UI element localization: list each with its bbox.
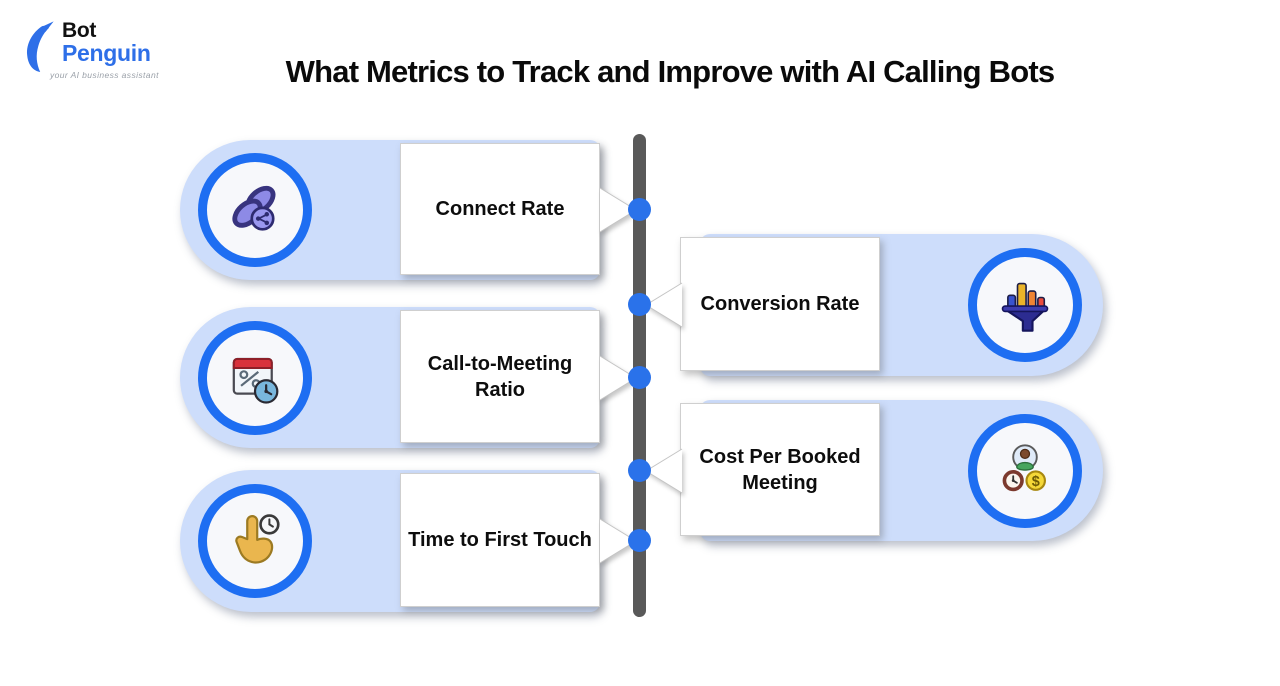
icon-ring bbox=[198, 153, 312, 267]
timeline-node bbox=[628, 198, 651, 221]
metric-label-box: Connect Rate bbox=[400, 143, 600, 275]
card-time-to-first-touch: Time to First Touch bbox=[180, 470, 637, 612]
card-connect-rate: Connect Rate bbox=[180, 140, 637, 280]
tap-hand-clock-icon bbox=[235, 514, 280, 564]
metric-label: Time to First Touch bbox=[408, 529, 592, 551]
metric-label-box: Cost Per Booked Meeting bbox=[680, 403, 880, 536]
timeline-node bbox=[628, 459, 651, 482]
logo-word-bot: Bot bbox=[62, 19, 97, 42]
icon-ring bbox=[968, 248, 1082, 362]
icon-ring: $ bbox=[968, 413, 1082, 528]
card-call-to-meeting-ratio: Call-to-Meeting Ratio bbox=[180, 307, 637, 448]
metric-label: Call-to-Meeting Ratio bbox=[427, 352, 573, 401]
logo-tagline: your AI business assistant bbox=[50, 70, 159, 80]
timeline-node bbox=[628, 529, 651, 552]
logo-word-penguin: Penguin bbox=[62, 40, 151, 66]
icon-ring bbox=[198, 484, 312, 598]
funnel-bars-icon bbox=[1001, 282, 1049, 332]
page-title: What Metrics to Track and Improve with A… bbox=[285, 53, 1055, 89]
svg-text:$: $ bbox=[1032, 474, 1040, 490]
person-clock-dollar-icon: $ bbox=[1002, 443, 1047, 491]
link-icon bbox=[232, 185, 276, 231]
metric-label-box: Conversion Rate bbox=[680, 237, 880, 371]
metric-label: Cost Per Booked Meeting bbox=[699, 445, 861, 494]
icon-ring bbox=[198, 320, 312, 435]
card-cost-per-booked-meeting: $ Cost Per Booked Meeting bbox=[645, 400, 1103, 541]
metric-label: Conversion Rate bbox=[700, 293, 860, 315]
card-conversion-rate: Conversion Rate bbox=[645, 234, 1103, 376]
metric-label: Connect Rate bbox=[435, 198, 565, 220]
calendar-percent-clock-icon bbox=[232, 357, 279, 404]
penguin-icon bbox=[27, 21, 54, 72]
botpenguin-logo: Bot Penguin your AI business assistant bbox=[14, 14, 164, 86]
timeline-node bbox=[628, 293, 651, 316]
timeline-node bbox=[628, 366, 651, 389]
metric-label-box: Time to First Touch bbox=[400, 473, 600, 607]
metric-label-box: Call-to-Meeting Ratio bbox=[400, 310, 600, 443]
